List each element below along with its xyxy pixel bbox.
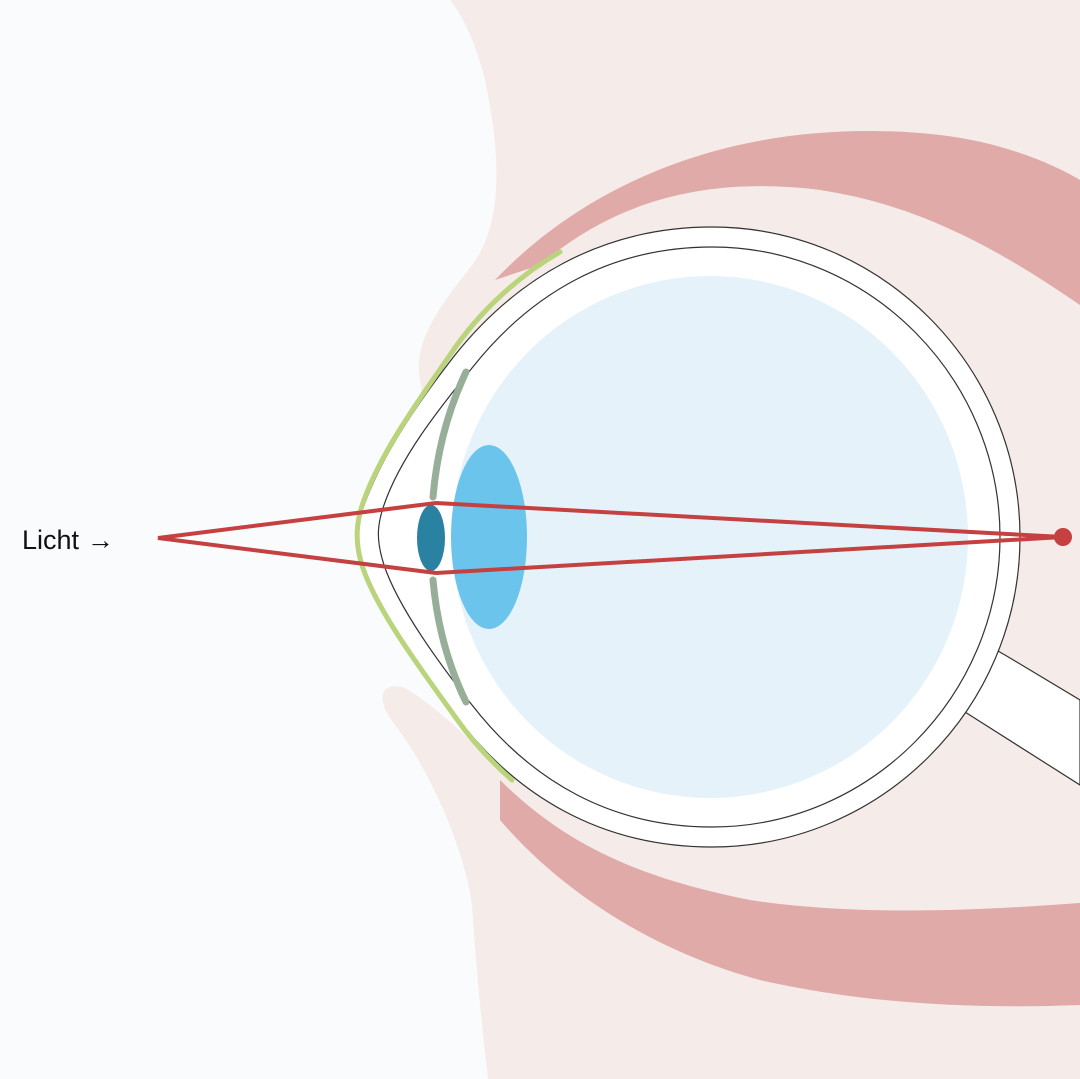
lower-eyelid-muscle [500, 780, 1080, 1007]
pupil [417, 505, 445, 571]
light-label: Licht [22, 525, 80, 555]
lens [451, 445, 527, 629]
iris-lower [429, 576, 470, 706]
vitreous-body [452, 276, 968, 798]
iris-upper [429, 368, 470, 501]
upper-eyelid-muscle [495, 130, 1080, 305]
focal-point [1054, 528, 1072, 546]
light-arrow-icon: → [87, 525, 114, 555]
tear-film [354, 249, 563, 783]
